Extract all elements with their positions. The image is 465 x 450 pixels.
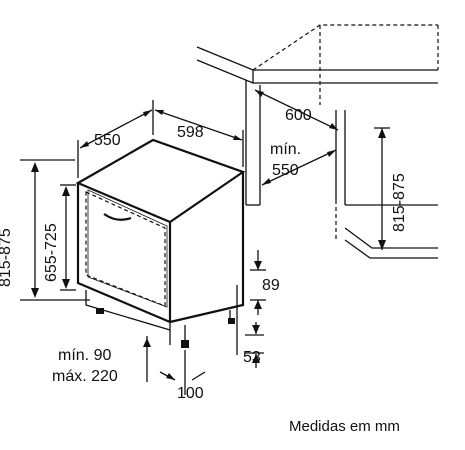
niche-depth-label: 600 [285,107,312,124]
niche-min-dimension [261,149,337,186]
top-dimensions [77,100,244,178]
plinth-depth-label: 53 [243,349,261,366]
foot-max-label: máx. 220 [52,368,118,385]
door-height-label: 655-725 [43,223,60,282]
niche-height-dimension [374,127,390,250]
niche-depth-dimension [254,89,339,131]
niche-min-value: 550 [272,162,299,179]
depth-label: 550 [94,132,121,149]
foot-offset-label: 100 [177,385,204,402]
foot-min-label: mín. 90 [58,347,111,364]
height-range-label: 815-875 [0,228,14,287]
plinth-height-label: 89 [262,277,280,294]
units-caption: Medidas em mm [289,418,400,435]
niche-min-label: mín. [270,141,301,158]
niche-height-label: 815-875 [391,173,408,232]
niche-outline [196,24,439,259]
width-label: 598 [177,124,204,141]
height-dimensions [20,159,90,301]
plinth-dimensions [236,250,266,368]
dishwasher-body [75,138,246,348]
foot-dimensions [143,336,206,395]
